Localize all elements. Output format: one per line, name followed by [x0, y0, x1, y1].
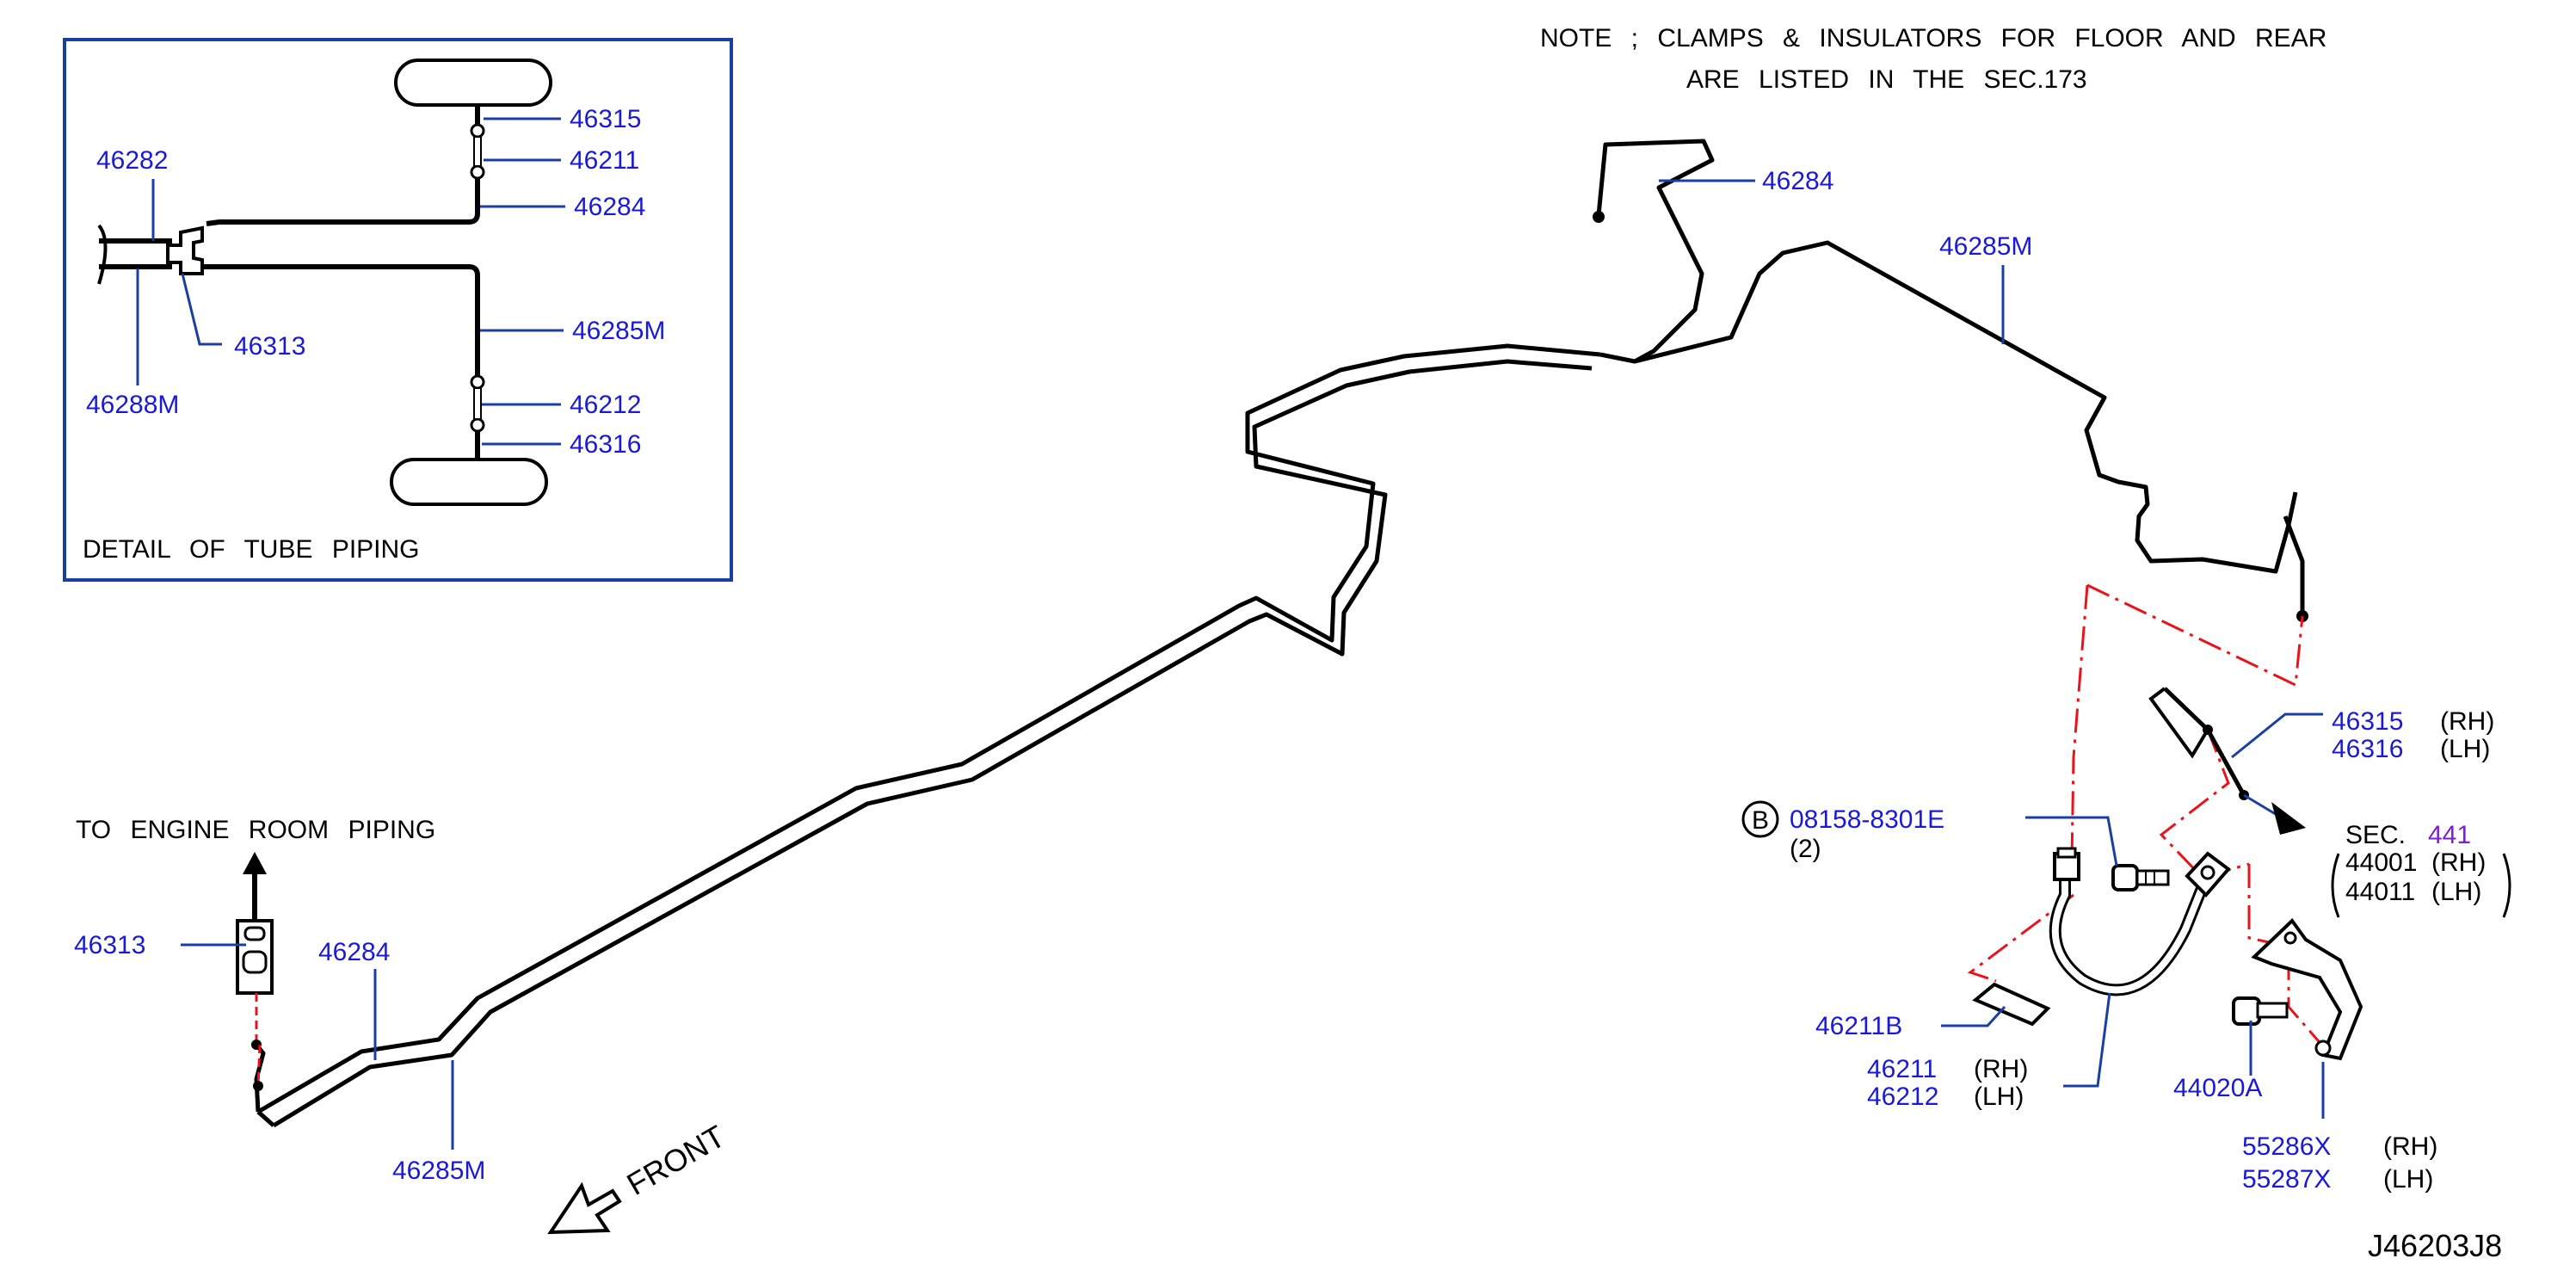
detail-label-46285M: 46285M [572, 317, 665, 345]
label-46211: 46211 [1867, 1055, 1937, 1083]
detail-pipes [97, 105, 485, 460]
detail-wheel-bottom [390, 458, 548, 506]
label-46212: 46212 [1867, 1083, 1938, 1111]
label-sec-prefix: SEC. [2345, 821, 2406, 849]
label-44011-side: (LH) [2431, 878, 2481, 906]
label-46315: 46315 [2332, 707, 2403, 736]
label-55287X-side: (LH) [2383, 1165, 2433, 1194]
label-46285M-top: 46285M [1939, 232, 2032, 261]
bolt-marker-circle [1741, 800, 1779, 838]
label-46285M-bottom: 46285M [392, 1157, 485, 1185]
label-bolt-qty: (2) [1790, 835, 1821, 863]
detail-title: DETAIL OF TUBE PIPING [83, 535, 420, 564]
detail-label-46288M: 46288M [86, 391, 179, 419]
detail-frame [63, 38, 733, 582]
detail-label-46212: 46212 [570, 391, 641, 419]
label-46316-side: (LH) [2440, 735, 2490, 763]
front-arrow: FRONT [547, 1118, 731, 1235]
label-46284-top: 46284 [1762, 167, 1833, 195]
sec-arrow-icon [2271, 802, 2306, 835]
detail-wheel-top [394, 59, 552, 107]
engine-room-connector: TO ENGINE ROOM PIPING 46313 [74, 816, 435, 1091]
main-brake-pipes [254, 139, 2308, 1128]
detail-inset: 46315 46211 46284 46282 46313 46288M 462… [63, 38, 733, 582]
note-line-1: NOTE ; CLAMPS & INSULATORS FOR FLOOR AND… [1540, 24, 2326, 52]
front-label: FRONT [621, 1118, 731, 1202]
label-46212-side: (LH) [1974, 1083, 2024, 1111]
label-44011: 44011 [2345, 878, 2415, 906]
detail-leaders [136, 117, 565, 446]
label-sec-num: 441 [2428, 821, 2471, 849]
to-engine-room-label: TO ENGINE ROOM PIPING [76, 816, 435, 844]
figure-id: J46203J8 [2368, 1228, 2502, 1263]
detail-label-46282: 46282 [96, 146, 168, 175]
detail-label-46284: 46284 [574, 193, 645, 221]
detail-label-46313: 46313 [234, 332, 305, 361]
note-line-2: ARE LISTED IN THE SEC.173 [1686, 65, 2087, 94]
label-46211-side: (RH) [1974, 1055, 2028, 1083]
label-46211B: 46211B [1815, 1012, 1902, 1040]
bracket-left [2331, 853, 2340, 918]
front-arrow-icon [547, 1181, 622, 1235]
engine-label-46313: 46313 [74, 931, 145, 959]
detail-label-46211: 46211 [570, 146, 639, 175]
label-08158-8301E: 08158-8301E [1790, 805, 1944, 834]
label-46315-side: (RH) [2440, 707, 2494, 736]
label-46316: 46316 [2332, 735, 2403, 763]
detail-label-46316: 46316 [570, 430, 641, 459]
detail-connector [166, 225, 204, 275]
label-44001-side: (RH) [2431, 848, 2486, 877]
bolt-marker: B [1752, 806, 1769, 835]
label-44001: 44001 [2345, 848, 2417, 877]
rear-parts-cluster [1941, 583, 2363, 1119]
detail-label-46315: 46315 [570, 105, 641, 133]
label-55286X: 55286X [2242, 1132, 2331, 1161]
label-55287X: 55287X [2242, 1165, 2331, 1194]
label-55286X-side: (RH) [2383, 1132, 2437, 1161]
arrow-up-icon [243, 852, 267, 874]
label-46284-bottom: 46284 [318, 938, 390, 966]
label-44020A: 44020A [2173, 1074, 2262, 1102]
bracket-right [2502, 853, 2511, 918]
